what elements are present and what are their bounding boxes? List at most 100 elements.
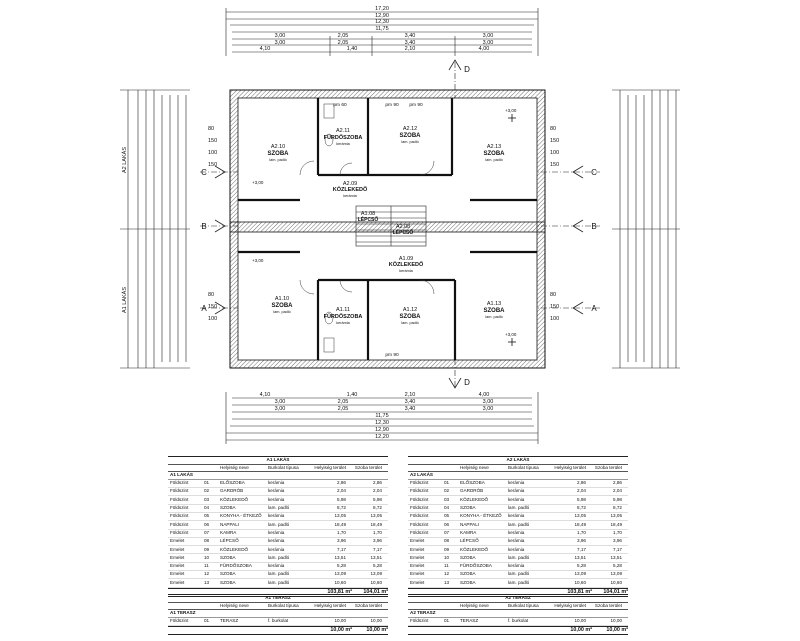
bottom-row1-dim-1: 3,00: [275, 406, 286, 412]
bottom-row3-dim-1: 4,10: [260, 392, 271, 398]
section-mark-b-left: B: [201, 222, 206, 231]
bottom-row3-dim-2: 1,40: [347, 392, 358, 398]
table-cell: 3,96: [613, 538, 622, 544]
table-cell: 02: [444, 488, 450, 494]
table-cell: 5,28: [613, 563, 622, 569]
table-cell: 07: [444, 529, 450, 535]
section-mark-a-left: A: [201, 304, 207, 313]
table-cell: GARDRÓB: [460, 488, 484, 494]
table-cell: lam. padló: [268, 554, 290, 560]
table-cell: 07: [204, 529, 210, 535]
room-floor-a1-09: kerámia: [399, 269, 413, 273]
table-cell: Földszint: [410, 513, 429, 519]
table-cell: 12: [204, 571, 210, 577]
table-cell: lam. padló: [268, 571, 290, 577]
table-cell: 13,05: [610, 513, 623, 519]
table-cell: KÖZLEKEDŐ: [460, 546, 489, 552]
table-cell: kerámia: [268, 513, 285, 519]
table-cell: 5,98: [373, 496, 382, 502]
table-cell: Emelet: [410, 579, 425, 585]
terrace-table-a2: A2 TERASZ Helyiség neve Burkolat típusa …: [408, 594, 628, 636]
table-cell: 7,17: [613, 546, 622, 552]
table-cell: Emelet: [170, 571, 185, 577]
table-cell: kerámia: [508, 480, 525, 486]
table-cell: 10,00: [610, 618, 623, 624]
table-cell: 12: [444, 571, 450, 577]
table-cell: 2,04: [337, 488, 346, 494]
table-cell: Emelet: [410, 554, 425, 560]
column-header: Helyiség terület: [314, 464, 346, 470]
column-header: Szoba terület: [594, 464, 622, 470]
table-header: Helyiség neve Burkolat típusa Helyiség t…: [168, 603, 388, 611]
table-cell: 8,72: [337, 505, 346, 511]
room-code-a2-13: A2.13: [487, 144, 501, 150]
table-cell: 2,04: [613, 488, 622, 494]
column-header: Helyiség neve: [220, 602, 249, 608]
table-cell: kerámia: [268, 496, 285, 502]
side-dim-left-5: 80: [208, 292, 214, 298]
table-cell: 13,51: [610, 554, 623, 560]
table-header: Helyiség neve Burkolat típusa Helyiség t…: [408, 465, 628, 473]
table-cell: 09: [444, 546, 450, 552]
table-cell: SZOBA: [460, 554, 476, 560]
bottom-dimension-chains: [225, 392, 539, 444]
column-header: Burkolat típusa: [508, 464, 539, 470]
column-header: Helyiség neve: [460, 464, 489, 470]
top-row1-dim-4: 3,00: [483, 33, 494, 39]
table-cell: 7,17: [337, 546, 346, 552]
table-cell: FÜRDŐSZOBA: [220, 563, 252, 569]
room-name-a1-13: SZOBA: [484, 308, 506, 314]
column-header: Burkolat típusa: [268, 602, 299, 608]
table-cell: 02: [204, 488, 210, 494]
room-floor-a1-10: lam. padló: [273, 310, 291, 314]
table-cell: Földszint: [170, 496, 189, 502]
table-cell: 5,28: [337, 563, 346, 569]
section-markers: [214, 59, 584, 389]
table-cell: kerámia: [508, 513, 525, 519]
terrace-table-a1: A1 TERASZ Helyiség neve Burkolat típusa …: [168, 594, 388, 636]
side-dim-left-3: 100: [208, 150, 217, 156]
table-cell: lam. padló: [268, 521, 290, 527]
table-cell: LÉPCSŐ: [460, 538, 479, 544]
table-cell: 18,49: [334, 521, 347, 527]
table-cell: KAMRA: [460, 529, 477, 535]
floor-plan-drawing: 17,20 12,90 12,30 11,75 3,00 2,05 3,40 3…: [120, 6, 680, 444]
table-cell: 01: [444, 618, 450, 624]
table-cell: 01: [204, 480, 210, 486]
table-cell: 10,60: [610, 579, 623, 585]
top-row1-dim-2: 2,05: [338, 33, 349, 39]
table-title: A2 LAKÁS: [408, 457, 628, 465]
table-cell: TERASZ: [460, 618, 479, 624]
room-name-a1-11: FÜRDŐSZOBA: [324, 313, 363, 320]
side-dim-right-5: 80: [550, 292, 556, 298]
table-cell: 03: [204, 496, 210, 502]
room-name-a2-12: SZOBA: [400, 133, 422, 139]
side-dim-right-2: 150: [550, 138, 559, 144]
room-name-a1-09: KÖZLEKEDŐ: [389, 261, 424, 268]
table-cell: 10,00: [574, 618, 587, 624]
table-cell: SZOBA: [460, 505, 476, 511]
bottom-row2-dim-1: 3,00: [275, 399, 286, 405]
stair-drawing: [355, 205, 427, 247]
table-cell: 01: [444, 480, 450, 486]
top-row3-dim-2: 1,40: [347, 46, 358, 52]
table-cell: FÜRDŐSZOBA: [460, 563, 492, 569]
room-floor-a1-12: lam. padló: [401, 321, 419, 325]
table-cell: SZOBA: [460, 571, 476, 577]
table-cell: lam. padló: [508, 571, 530, 577]
table-cell: kerámia: [508, 529, 525, 535]
side-label-a2: A2 LAKÁS: [121, 147, 128, 173]
table-cell: 2,86: [373, 480, 382, 486]
room-floor-a2-11: kerámia: [336, 142, 350, 146]
door-swings: [299, 160, 435, 295]
table-cell: Emelet: [410, 546, 425, 552]
